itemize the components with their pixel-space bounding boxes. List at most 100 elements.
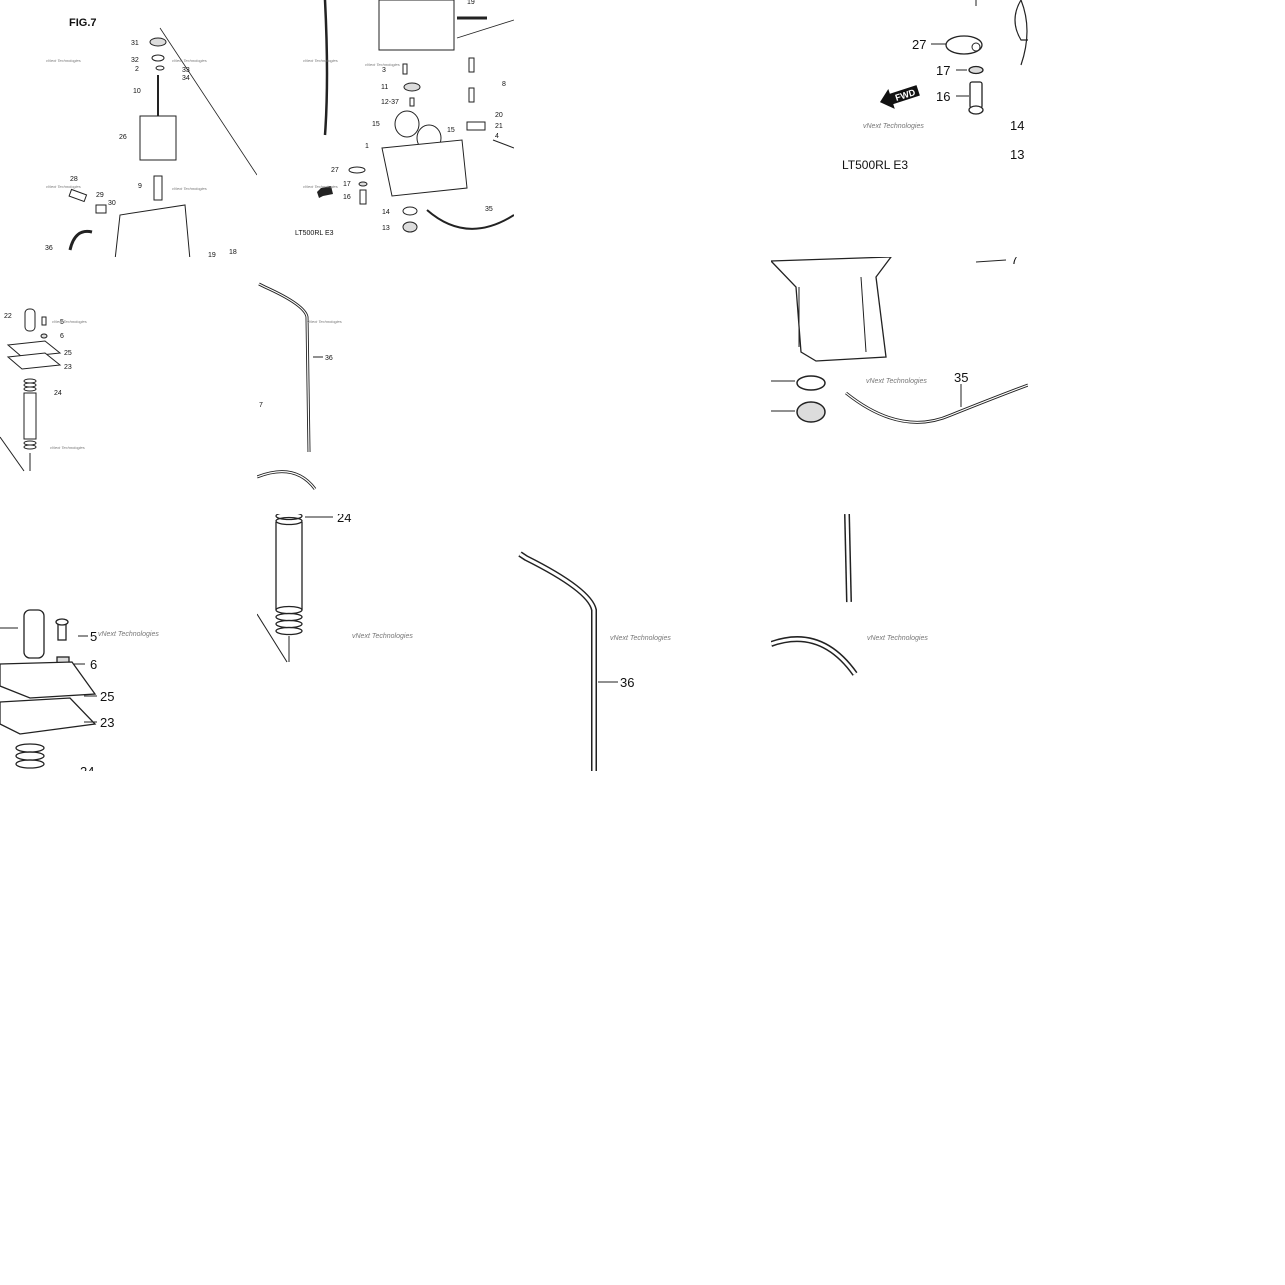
part-35-hose [845,384,1028,423]
part-3 [402,63,408,75]
part-17-washer [968,65,984,75]
callout-27: 27 [331,167,339,174]
overview-right-drawing: 19 3 11 12-37 15 15 1 8 20 21 4 27 17 16… [295,0,514,237]
watermark: vNext Technologies [365,62,400,67]
callout-36: 36 [620,675,634,690]
part-35-hose-curve [771,637,857,675]
callout-24: 24 [54,390,62,397]
callout-31: 31 [131,40,139,47]
part-6 [40,333,48,339]
part-36-hose-end [845,514,851,603]
part-36-hose [519,552,596,771]
zoom-hose-drawing: 36 7 vNext Technologies [257,282,342,490]
overview-left-tile: FIG.7 31 32 2 33 34 10 26 9 28 29 30 36 … [0,0,257,257]
callout-15-left: 15 [372,121,380,128]
callout-6: 6 [90,657,97,672]
carb-top [378,0,455,51]
part-23-gasket [0,697,97,735]
callout-2: 2 [135,66,139,73]
zoom-slide-tile: 22 5 6 25 23 24 vNext Technologies vNext… [0,257,257,514]
callout-29: 29 [96,192,104,199]
callout-17: 17 [936,63,950,78]
part-35-hose [426,209,514,230]
callout-6: 6 [60,333,64,340]
part-31 [149,37,167,47]
callout-11: 11 [381,84,388,91]
part-25-plate [0,661,97,699]
part-1-float-bowl [771,257,892,362]
callout-14: 14 [382,209,390,216]
callout-9: 9 [138,183,142,190]
callout-24: 24 [337,514,351,525]
zoom-bowl-tile: 35 7 vNext Technologies [771,257,1028,514]
watermark: vNext Technologies [172,186,207,191]
zoom-hose-tile: 36 7 vNext Technologies [257,257,514,514]
bowl-edge [860,276,867,353]
part-27 [348,166,366,174]
part-36-hose [258,283,310,453]
callout-5: 5 [90,629,97,644]
spring-coil [23,440,37,446]
part-16 [359,189,367,205]
watermark: vNext Technologies [50,445,85,450]
zoom-fwd-tile: 27 17 16 14 13 FWD LT500RL E3 vNext Tech… [771,0,1028,257]
part-5-screw-head [55,618,69,626]
part-36-hose-partial [68,229,93,251]
callout-35: 35 [954,370,968,385]
zoom-hose-curve-drawing: vNext Technologies [771,514,928,676]
callout-12-37: 12-37 [381,99,399,106]
callout-25: 25 [100,689,114,704]
callout-32: 32 [131,57,139,64]
part-4 [466,121,486,131]
watermark: vNext Technologies [303,184,338,189]
watermark: vNext Technologies [46,184,81,189]
part-28 [68,188,88,203]
callout-16: 16 [936,89,950,104]
carb-body-partial [114,204,191,257]
part-8a [468,57,475,73]
part-27-hole [971,42,981,52]
guide-line [159,27,257,176]
watermark: vNext Technologies [307,319,342,324]
guide-line [257,613,288,663]
part-1-float-bowl [381,139,468,197]
zoom-parts-5-25-tile: 5 6 25 23 24 vNext Technologies [0,514,257,771]
bowl-edge-partial [1014,0,1028,41]
fig-label: FIG.7 [69,17,97,29]
part-36-hose [258,282,311,453]
part-8b [468,87,475,103]
part-11 [403,82,421,92]
callout-24: 24 [80,764,94,771]
watermark: vNext Technologies [610,635,671,642]
callout-5: 5 [60,319,64,326]
part-15-float-left [394,110,420,138]
callout-10: 10 [133,88,141,95]
part-24-tube [23,392,37,440]
watermark: vNext Technologies [352,633,413,640]
part-5 [41,316,47,326]
zoom-fwd-drawing: 27 17 16 14 13 FWD LT500RL E3 vNext Tech… [842,0,1028,172]
model-label: LT500RL E3 [295,230,334,237]
zoom-parts-5-25-drawing: 5 6 25 23 24 vNext Technologies [0,609,159,771]
zoom-hose-36-drawing: 36 vNext Technologies [518,551,671,771]
callout-25: 25 [64,350,72,357]
part-23 [6,352,62,370]
overview-right-tile: 19 3 11 12-37 15 15 1 8 20 21 4 27 17 16… [257,0,514,257]
part-24-spring [23,378,37,392]
part-22 [23,609,45,659]
spring-coil [23,444,37,450]
callout-1: 1 [365,143,369,150]
leader-line [975,259,1007,263]
zoom-spring-drawing: 24 vNext Technologies [257,514,413,663]
callout-7: 7 [1011,257,1018,267]
callout-23: 23 [100,715,114,730]
watermark: vNext Technologies [303,58,338,63]
callout-7: 7 [259,402,263,409]
callout-20: 20 [495,112,503,119]
zoom-spring-tile: 24 vNext Technologies [257,514,514,771]
watermark: vNext Technologies [866,378,927,385]
part-12 [409,97,415,107]
callout-13: 13 [382,225,390,232]
part-16-bolt [969,81,983,109]
callout-26: 26 [119,134,127,141]
